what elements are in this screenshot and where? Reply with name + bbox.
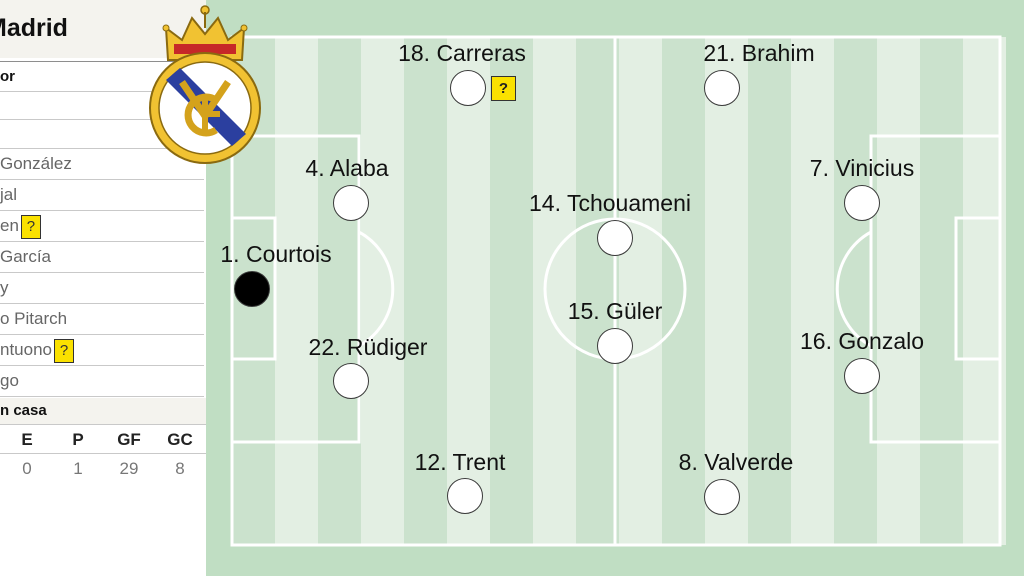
pitch-stripe: [404, 37, 447, 545]
player-label: 8. Valverde: [678, 449, 794, 475]
player-list-row: García: [0, 242, 204, 273]
player-list-row: [0, 118, 204, 149]
pitch-stripe: [576, 37, 619, 545]
player-marker[interactable]: [333, 363, 369, 399]
player-label: 22. Rüdiger: [308, 334, 428, 360]
player-label: 15. Güler: [567, 298, 663, 324]
yellow-card-icon: ?: [491, 76, 516, 101]
pitch-stripe: [533, 37, 576, 545]
right-goal-box: [954, 216, 1002, 361]
stats-columns-row: E P GF GC: [0, 424, 206, 454]
player-label: 16. Gonzalo: [799, 328, 925, 354]
pitch-stripe: [619, 37, 662, 545]
stats-header: n casa: [0, 398, 206, 424]
player-label: 18. Carreras: [398, 40, 526, 66]
pitch-stripe: [318, 37, 361, 545]
player-marker[interactable]: [597, 220, 633, 256]
player-marker[interactable]: [447, 478, 483, 514]
football-pitch: 1. Courtois 18. Carreras? 4. Alaba 22. Rüdi…: [206, 0, 1024, 576]
player-label: 7. Vinicius: [809, 155, 915, 181]
pitch-lines: [230, 35, 1002, 547]
pitch-stripe: [490, 37, 533, 545]
stat-value-p: 1: [73, 459, 83, 478]
player-marker[interactable]: [450, 70, 486, 106]
player-list-row: González: [0, 149, 204, 180]
player-name: jal: [0, 185, 18, 204]
stat-label-e: E: [21, 430, 33, 449]
stat-label-p: P: [72, 430, 84, 449]
player-name: or: [0, 68, 15, 85]
player-marker[interactable]: [704, 70, 740, 106]
real-madrid-crest-icon: [149, 5, 261, 164]
pitch-stripe: [275, 37, 318, 545]
pitch-stripes: [232, 37, 1006, 545]
pitch-stripe: [748, 37, 791, 545]
player-list-row: en?: [0, 211, 204, 242]
yellow-card-icon: ?: [20, 214, 41, 239]
player-label: 12. Trent: [414, 449, 506, 475]
pitch-stripe: [705, 37, 748, 545]
player-name: en: [0, 216, 19, 235]
stat-label-gf: GF: [117, 430, 141, 449]
yellow-card-icon: ?: [54, 338, 74, 363]
team-title: Madrid: [0, 14, 68, 42]
player-name: o Pitarch: [0, 309, 68, 328]
player-name: y: [0, 278, 9, 297]
player-list-row: ntuono?: [0, 335, 204, 366]
stat-value-gc: 8: [175, 459, 185, 478]
player-label: 14. Tchouameni: [529, 190, 691, 216]
player-label: 1. Courtois: [220, 241, 332, 267]
stat-value-e: 0: [22, 459, 32, 478]
goalkeeper-marker[interactable]: [234, 271, 270, 307]
pitch-stripe: [447, 37, 490, 545]
player-list-row: or: [0, 61, 204, 92]
right-penalty-arc: [835, 230, 872, 348]
player-name: go: [0, 371, 19, 390]
pitch-stripe: [791, 37, 834, 545]
player-marker[interactable]: [704, 479, 740, 515]
player-list-row: y: [0, 273, 204, 304]
player-list-row: [0, 89, 204, 120]
player-marker[interactable]: [597, 328, 633, 364]
left-penalty-arc: [358, 230, 395, 348]
player-name: García: [0, 247, 52, 266]
player-label: 21. Brahim: [703, 40, 815, 66]
player-marker[interactable]: [844, 358, 880, 394]
player-list-row: jal: [0, 180, 204, 211]
player-name: ntuono: [0, 340, 52, 359]
stat-label-gc: GC: [167, 430, 193, 449]
pitch-graphic: [206, 0, 1024, 576]
stat-value-gf: 29: [119, 459, 139, 478]
player-marker[interactable]: [844, 185, 880, 221]
pitch-stripe: [361, 37, 404, 545]
left-goal-box: [230, 216, 277, 361]
player-marker[interactable]: [333, 185, 369, 221]
pitch-stripe: [877, 37, 920, 545]
player-list-row: go: [0, 366, 204, 397]
player-label: 4. Alaba: [305, 155, 389, 181]
player-list-row: o Pitarch: [0, 304, 204, 335]
player-name: González: [0, 154, 72, 173]
